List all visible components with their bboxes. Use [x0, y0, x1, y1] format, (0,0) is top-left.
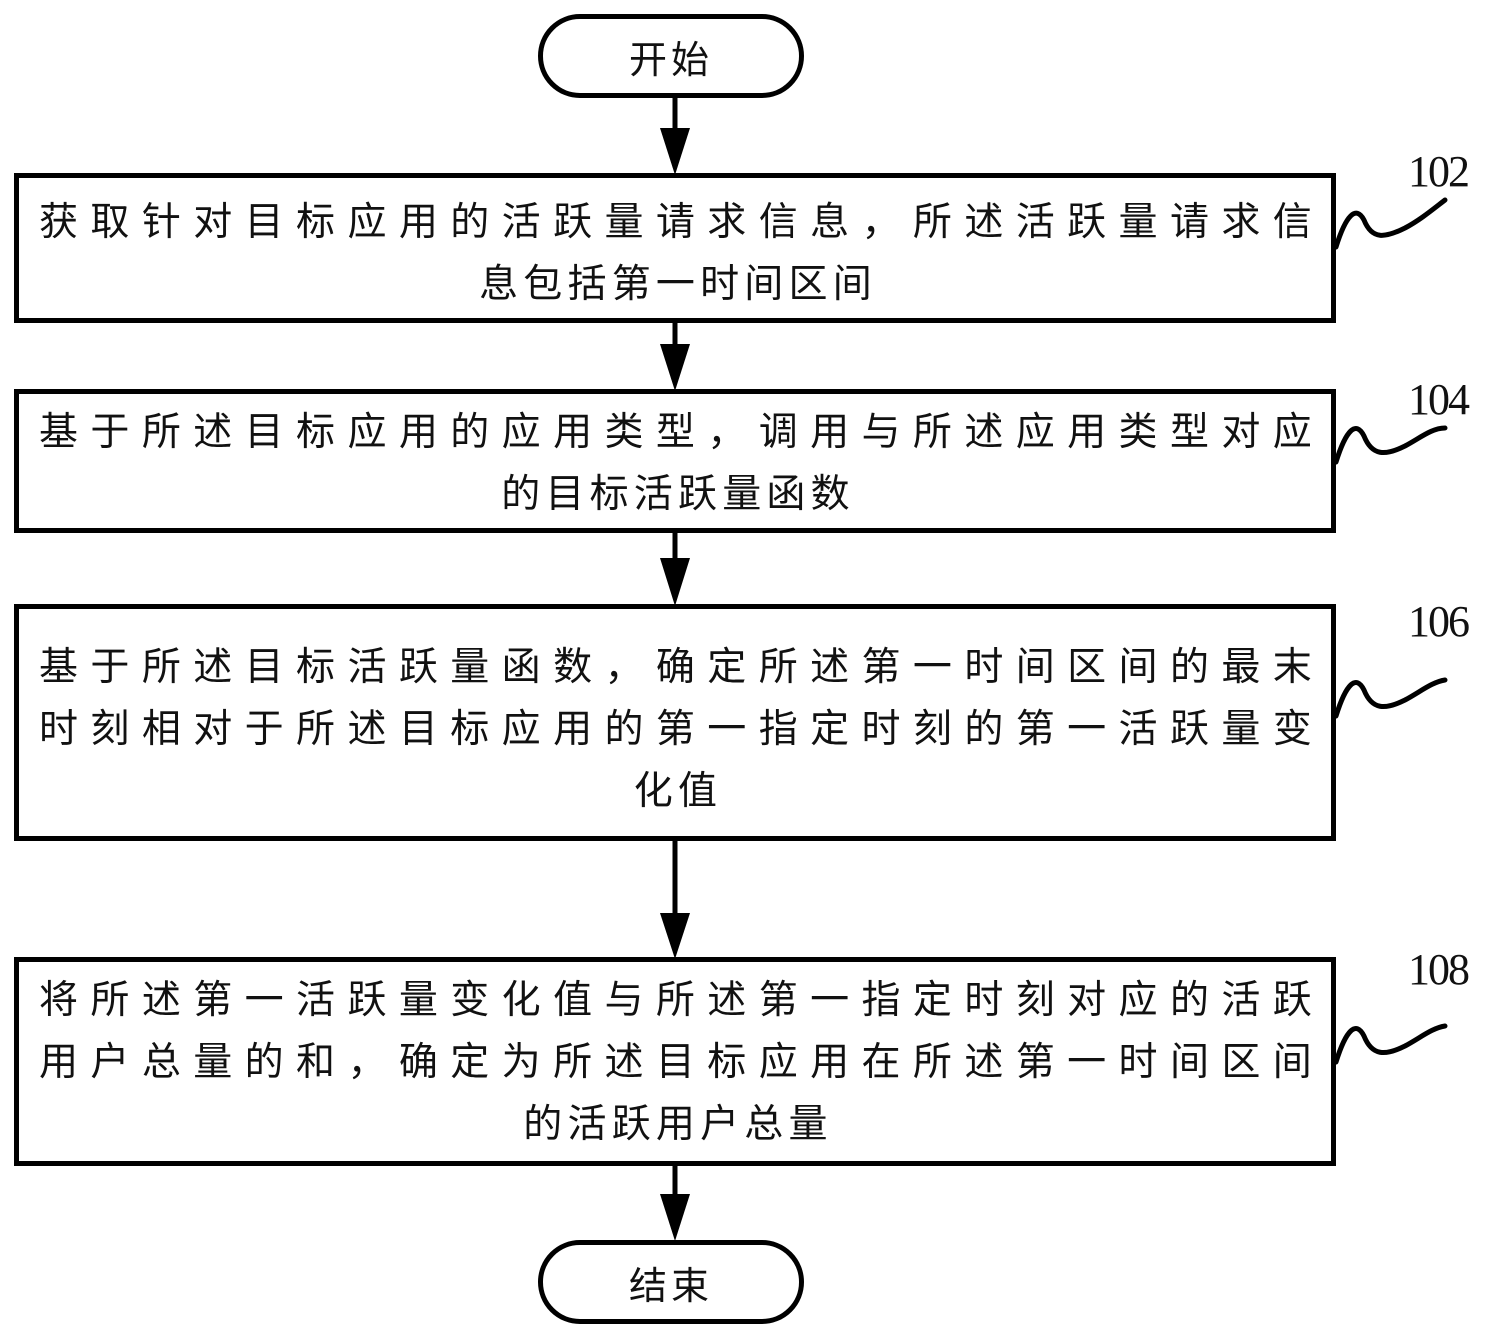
step-ref-label-102: 102: [1408, 147, 1470, 196]
step-text-line: 基于所述目标活跃量函数，确定所述第一时间区间的最末: [39, 645, 1317, 690]
step-text-line: 息包括第一时间区间: [479, 262, 877, 307]
step-text-line: 获取针对目标应用的活跃量请求信息，所述活跃量请求信: [39, 200, 1317, 245]
step-ref-label-108: 108: [1408, 945, 1470, 994]
end-label: 结束: [628, 1263, 713, 1308]
arrow-108-to-end: [660, 1165, 690, 1241]
ref-leader-104: [1333, 425, 1448, 465]
step-text-line: 用户总量的和，确定为所述目标应用在所述第一时间区间: [39, 1040, 1317, 1085]
end-terminal: 结束: [538, 1240, 804, 1324]
start-terminal: 开始: [538, 14, 804, 98]
process-step-108: 将所述第一活跃量变化值与所述第一指定时刻对应的活跃 用户总量的和，确定为所述目标…: [14, 957, 1336, 1166]
arrow-104-to-106: [660, 532, 690, 606]
step-text-line: 基于所述目标应用的应用类型，调用与所述应用类型对应: [39, 410, 1317, 455]
arrow-start-to-102: [660, 98, 690, 175]
step-text-line: 将所述第一活跃量变化值与所述第一指定时刻对应的活跃: [39, 978, 1317, 1023]
ref-leader-106: [1333, 677, 1448, 719]
step-text-line: 时刻相对于所述目标应用的第一指定时刻的第一活跃量变: [39, 707, 1317, 752]
step-text-line: 的目标活跃量函数: [501, 472, 855, 517]
arrow-106-to-108: [660, 840, 690, 959]
process-step-102: 获取针对目标应用的活跃量请求信息，所述活跃量请求信 息包括第一时间区间: [14, 173, 1336, 323]
arrow-102-to-104: [660, 322, 690, 391]
process-step-106: 基于所述目标活跃量函数，确定所述第一时间区间的最末 时刻相对于所述目标应用的第一…: [14, 604, 1336, 841]
step-text-line: 化值: [633, 769, 723, 814]
start-label: 开始: [628, 37, 713, 82]
step-ref-label-104: 104: [1408, 375, 1470, 424]
process-step-104: 基于所述目标应用的应用类型，调用与所述应用类型对应 的目标活跃量函数: [14, 389, 1336, 533]
ref-leader-108: [1333, 1023, 1448, 1065]
step-ref-label-106: 106: [1408, 597, 1470, 646]
ref-leader-102: [1333, 197, 1448, 250]
step-text-line: 的活跃用户总量: [523, 1102, 833, 1147]
